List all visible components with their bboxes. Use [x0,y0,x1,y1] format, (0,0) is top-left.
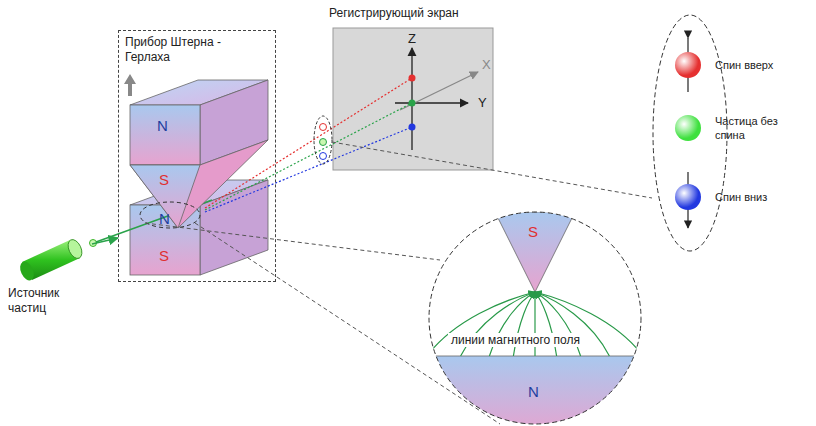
pole-letter: N [157,118,168,133]
particle [320,139,327,146]
beam-arrow [92,238,118,244]
particle [320,124,327,131]
pole-letter: S [159,172,169,187]
orientation-arrow [124,74,136,96]
z-axis [411,48,412,150]
hit-dot [409,100,416,107]
particles-leader [332,142,652,198]
node-text: Источник частиц [8,286,88,316]
top-magnet [130,80,268,228]
pole-letter: S [159,248,169,263]
axis-label: Y [478,96,487,109]
legend-item: Спин вниз [675,184,795,210]
particle-sphere [675,115,701,141]
x-axis [400,72,478,110]
zoom-circle [429,212,641,424]
rays [205,78,412,212]
pole-letter: N [528,384,539,399]
hit-dot [409,124,416,131]
particles-marker [314,116,332,164]
node-text: Прибор Штерна - Герлаха [125,35,265,65]
field-lines-label: линии магнитного поля [448,333,583,347]
legend-text: Спин вверх [715,58,795,72]
device-box: Прибор Штерна - Герлаха [118,30,276,282]
zoom-marker [140,202,200,228]
y-axis [395,102,468,103]
particle-sphere [675,52,701,78]
particle [320,153,327,160]
pole-letter: N [159,211,170,226]
axis-label: Z [408,32,416,45]
hit-dot [409,75,416,82]
legend-text: Спин вниз [715,190,795,204]
screen-box: Регистрирующий экран [333,28,493,170]
pole-letter: S [528,224,538,239]
node-text: Регистрирующий экран [329,6,459,20]
particle-sphere [675,184,701,210]
source-box: Источник частиц [4,228,96,320]
zoom-leader [145,223,440,260]
particle-source [17,237,96,282]
zoom-view [420,210,660,426]
legend-text: Частица без спина [715,114,795,143]
legend-item: Частица без спина [675,114,795,143]
axis-label: X [482,58,491,71]
screen [333,28,493,170]
legend-item: Спин вверх [675,52,795,78]
